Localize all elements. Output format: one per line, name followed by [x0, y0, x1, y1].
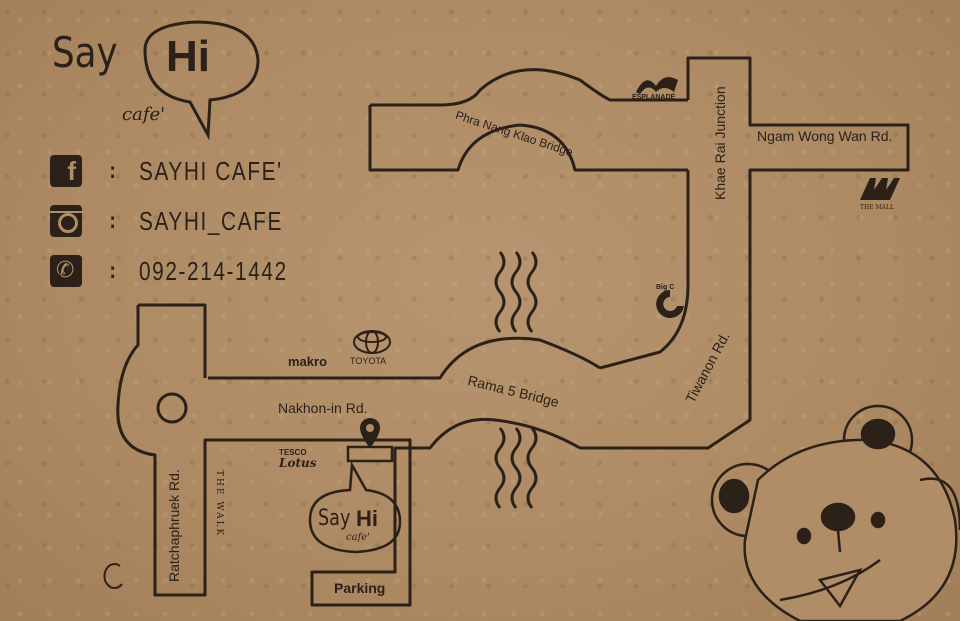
logo-hi: Hi — [166, 32, 210, 81]
contact-colon: : — [106, 208, 120, 234]
instagram-icon — [50, 205, 82, 237]
the-mall-logo — [860, 178, 900, 200]
landmark-the-walk: THE WALK — [214, 470, 224, 538]
esplanade-logo — [636, 77, 678, 94]
road-rama5 — [208, 336, 601, 380]
landmark-tesco: TESCO — [279, 448, 307, 457]
contact-instagram[interactable]: : SAYHI_CAFE — [50, 204, 319, 238]
logo-say: Say — [52, 28, 118, 77]
road-khae-rai — [580, 56, 910, 450]
contact-facebook[interactable]: f : SAYHI CAFE' — [50, 154, 319, 188]
landmark-the-mall: THE MALL — [860, 204, 894, 211]
phone-number: 092-214-1442 — [139, 255, 288, 286]
facebook-icon: f — [50, 155, 82, 187]
roundabout — [156, 392, 188, 424]
landmark-big-c: Big C — [656, 284, 675, 291]
toyota-logo — [353, 330, 391, 354]
contact-phone[interactable]: ✆ : 092-214-1442 — [50, 254, 325, 288]
landmark-parking: Parking — [334, 580, 386, 596]
road-phra-nang-klao — [370, 68, 688, 107]
cafe-marker-cafe: cafe' — [346, 532, 370, 543]
road-label-ngam-wong-wan: Ngam Wong Wan Rd. — [757, 128, 893, 144]
phone-icon: ✆ — [50, 255, 82, 287]
central-logo — [103, 563, 123, 589]
location-pin-icon — [360, 418, 380, 448]
road-ratchaphruek — [116, 303, 208, 597]
landmark-esplanade: ESPLANADE — [632, 94, 676, 101]
cafe-marker-say: Say — [318, 506, 351, 531]
teddy-bear-illustration — [710, 404, 960, 621]
landmark-makro: makro — [288, 354, 328, 369]
cafe-marker-hi: Hi — [356, 506, 378, 531]
landmark-toyota: TOYOTA — [350, 356, 387, 366]
contact-colon: : — [106, 258, 120, 284]
road-label-ratchaphruek: Ratchaphruek Rd. — [166, 469, 182, 582]
logo-cafe: cafe' — [122, 104, 166, 125]
contact-colon: : — [106, 158, 120, 184]
road-label-khae-rai: Khae Rai Junction — [712, 86, 728, 200]
facebook-handle: SAYHI CAFE' — [139, 155, 283, 186]
big-c-logo — [656, 290, 684, 318]
instagram-handle: SAYHI_CAFE — [139, 205, 284, 236]
landmark-lotus: Lotus — [279, 456, 317, 470]
logo-bubble — [143, 20, 260, 141]
road-label-nakhon-in: Nakhon-in Rd. — [278, 400, 368, 416]
